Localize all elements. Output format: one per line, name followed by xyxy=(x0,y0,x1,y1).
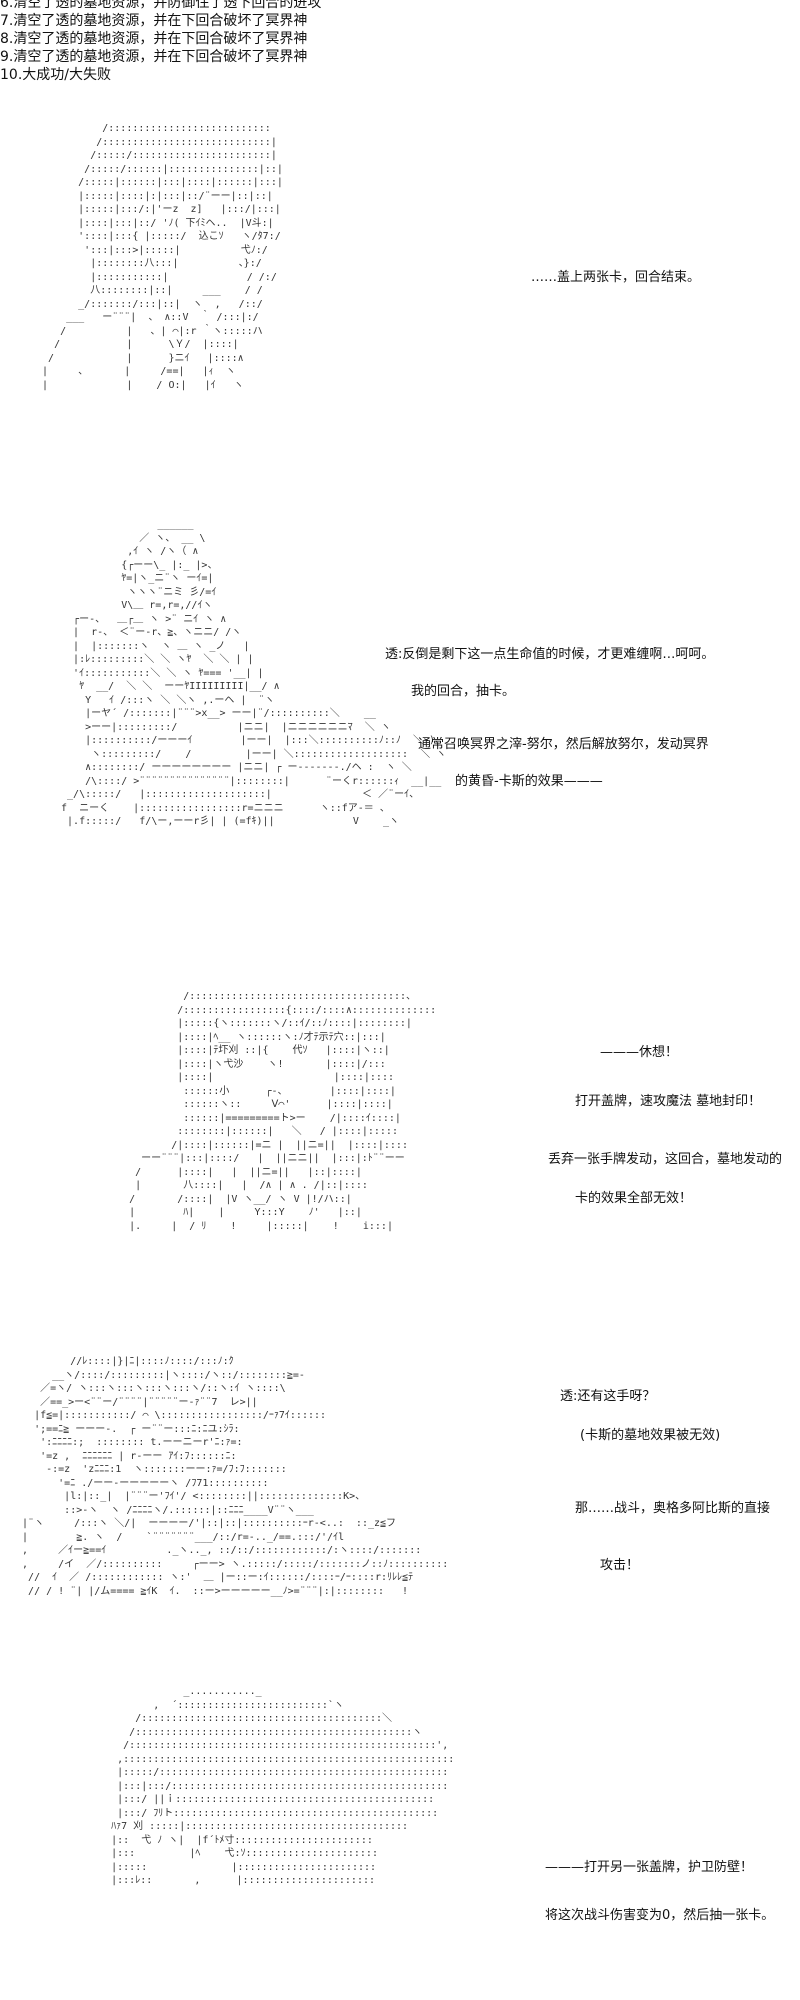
result-list: 6.清空了透的墓地资源，并防御住了透下回合的进攻 7.清空了透的墓地资源，并在下… xyxy=(0,0,321,84)
result-line: 8.清空了透的墓地资源，并在下回合破坏了冥界神 xyxy=(0,31,308,47)
ascii-art-panel-5: _..........._ , ´:::::::::::::::::::::::… xyxy=(111,1686,455,1886)
dialogue-line: (卡斯的墓地效果被无效) xyxy=(580,1428,721,1443)
ascii-art-panel-2: ______ ／ ヽ、 __ \ ,ｲ ヽ /ヽ（ ∧ {┌ーー\_ |:_ |… xyxy=(61,519,447,827)
dialogue-line: 那……战斗，奥格多阿比斯的直接 xyxy=(575,1501,771,1516)
result-line: 9.清空了透的墓地资源，并在下回合破坏了冥界神 xyxy=(0,49,308,65)
ascii-art-panel-3: /::::::::::::::::::::::::::::::::::::、 /… xyxy=(129,991,437,1232)
dialogue-line: ……盖上两张卡，回合结束。 xyxy=(531,270,701,285)
dialogue-line: 卡的效果全部无效！ xyxy=(575,1191,693,1206)
result-line: 7.清空了透的墓地资源，并在下回合破坏了冥界神 xyxy=(0,13,308,29)
result-line: 6.清空了透的墓地资源，并防御住了透下回合的进攻 xyxy=(0,0,322,11)
dialogue-line: ———打开另一张盖牌，护卫防壁！ xyxy=(545,1860,754,1875)
dialogue-line: 透:还有这手呀？ xyxy=(560,1389,656,1404)
ascii-art-panel-1: /::::::::::::::::::::::::::: /::::::::::… xyxy=(42,123,283,391)
result-line: 10.大成功/大失败 xyxy=(0,67,111,83)
dialogue-line: ———休想！ xyxy=(600,1045,679,1060)
dialogue-line: 将这次战斗伤害变为0，然后抽一张卡。 xyxy=(545,1908,775,1923)
dialogue-line: 透:反倒是剩下这一点生命值的时候，才更难缠啊…呵呵。 xyxy=(385,647,715,662)
ascii-art-panel-4: //ﾚ::::|}|ﾆ|::::ﾉ::::/:::ﾉ:ｸ __ヽ/::::/::… xyxy=(22,1356,449,1597)
dialogue-line: 的黄昏-卡斯的效果——— xyxy=(455,774,603,789)
dialogue-line: 攻击！ xyxy=(600,1558,640,1573)
dialogue-line: 通常召唤冥界之滓-努尔，然后解放努尔，发动冥界 xyxy=(418,737,709,752)
dialogue-line: 我的回合，抽卡。 xyxy=(411,684,516,699)
dialogue-line: 打开盖牌，速攻魔法 墓地封印！ xyxy=(575,1094,762,1109)
dialogue-line: 丢弃一张手牌发动，这回合，墓地发动的 xyxy=(548,1152,783,1167)
